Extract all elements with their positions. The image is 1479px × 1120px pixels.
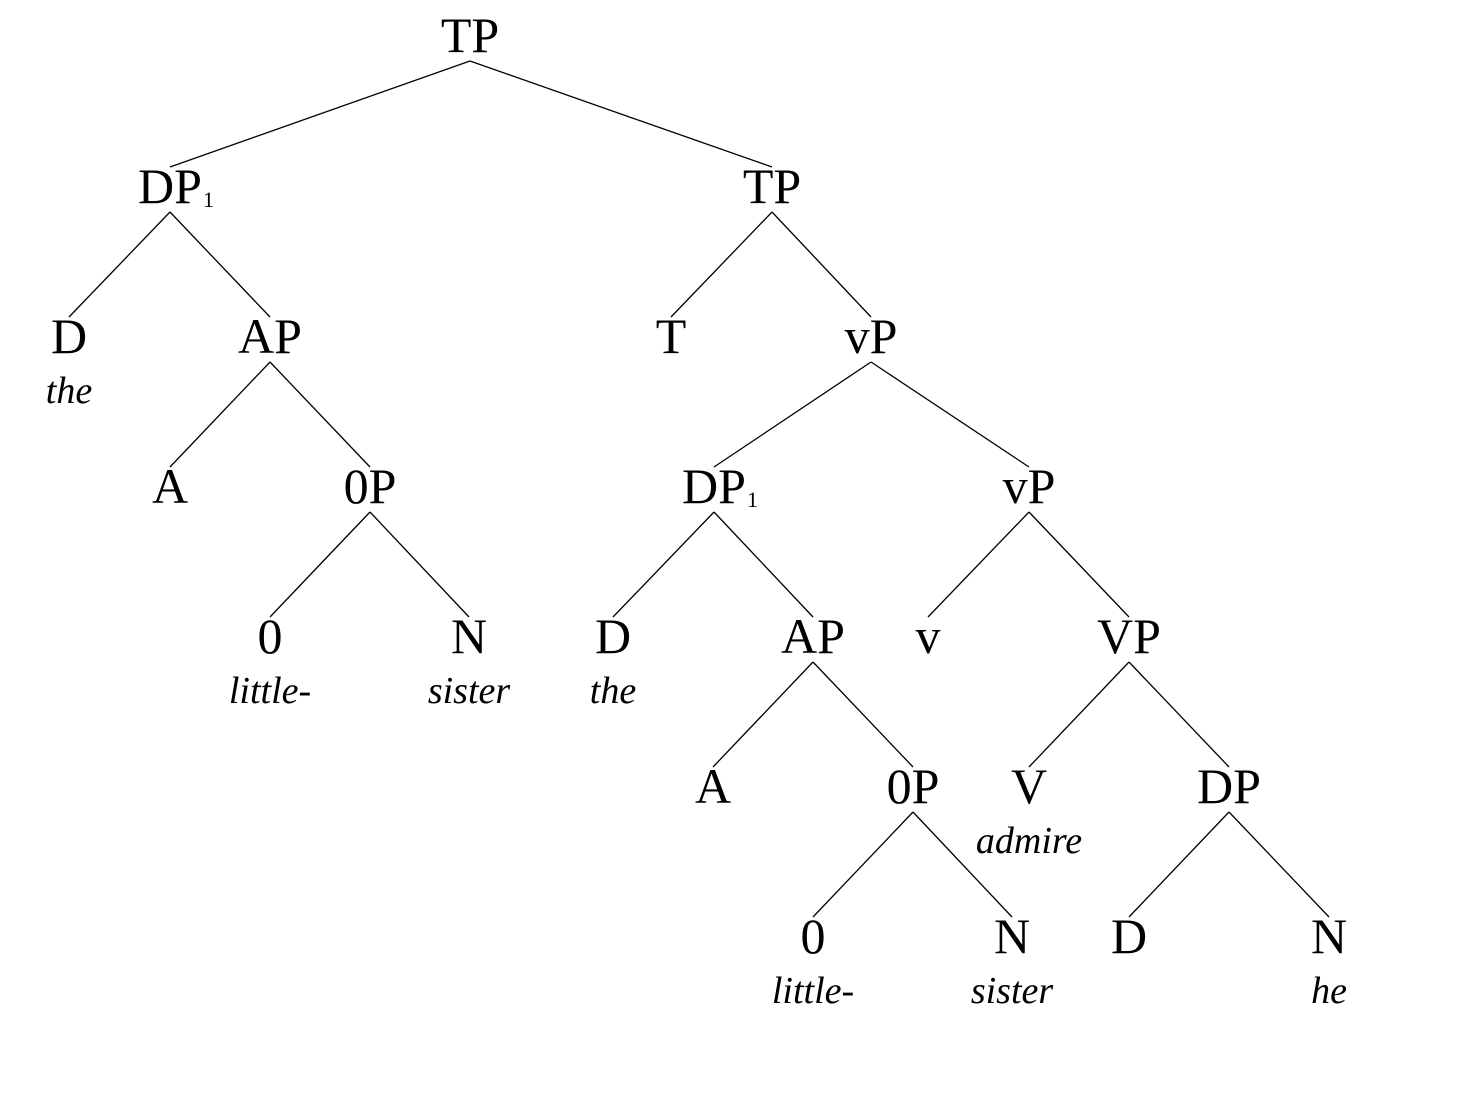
tree-edge [670,211,773,318]
tree-edge [927,511,1030,618]
tree-edge [1128,661,1230,768]
tree-node: 0 little- [229,608,311,712]
node-label: V [1011,758,1047,814]
node-subscript: 1 [203,187,214,212]
node-label: D [595,608,631,664]
node-subscript: 1 [747,487,758,512]
tree-edge [812,661,914,768]
tree-node: vP [845,308,898,364]
node-label: v [916,608,941,664]
node-label: DP [138,158,202,214]
node-label: 0 [258,608,283,664]
tree-edge [369,511,470,618]
node-label: AP [238,308,302,364]
node-word: the [46,370,93,412]
tree-edge [269,361,371,468]
tree-edge [169,361,271,468]
tree-edge [612,511,715,618]
node-label: 0P [887,758,940,814]
node-label: TP [743,158,801,214]
node-label: 0 [801,908,826,964]
tree-node: TP [441,7,499,63]
tree-node: TP [743,158,801,214]
tree-edges [68,60,1330,918]
node-word: the [590,670,637,712]
node-label: DP [1197,758,1261,814]
tree-edge [68,211,171,318]
node-label: D [1111,908,1147,964]
tree-edge [469,60,773,168]
tree-node: AP [238,308,302,364]
node-word: little- [772,970,854,1012]
tree-node: 0P [344,458,397,514]
tree-edge [713,511,814,618]
node-label: AP [781,608,845,664]
node-word: admire [976,820,1082,862]
tree-node: T [656,308,687,364]
tree-edge [1028,661,1130,768]
tree-edge [169,60,471,168]
tree-node: vP [1003,458,1056,514]
tree-edge [712,661,814,768]
tree-edge [713,361,872,468]
node-label: N [451,608,487,664]
tree-node: 0 little- [772,908,854,1012]
tree-edge [169,211,271,318]
node-label: D [51,308,87,364]
tree-edge [1028,511,1130,618]
node-label: vP [845,308,898,364]
node-label: A [152,458,188,514]
tree-node: v [916,608,941,664]
tree-node: Nhe [1311,908,1347,1012]
tree-edge [771,211,872,318]
node-word: sister [971,970,1054,1012]
tree-node: D [1111,908,1147,964]
tree-edge [1228,811,1330,918]
tree-edge [269,511,371,618]
tree-edge [812,811,914,918]
tree-edge [912,811,1013,918]
tree-edge [870,361,1030,468]
tree-node: A [695,758,731,814]
node-word: little- [229,670,311,712]
tree-node: AP [781,608,845,664]
node-label: VP [1097,608,1161,664]
node-word: sister [428,670,511,712]
tree-node: 0P [887,758,940,814]
node-label: N [1311,908,1347,964]
tree-node: A [152,458,188,514]
node-label: A [695,758,731,814]
node-word: he [1311,970,1347,1012]
tree-node: DP [1197,758,1261,814]
node-label: DP [682,458,746,514]
tree-edge [1128,811,1230,918]
node-label: N [994,908,1030,964]
node-label: 0P [344,458,397,514]
node-label: TP [441,7,499,63]
tree-node: VP [1097,608,1161,664]
node-label: T [656,308,687,364]
node-label: vP [1003,458,1056,514]
